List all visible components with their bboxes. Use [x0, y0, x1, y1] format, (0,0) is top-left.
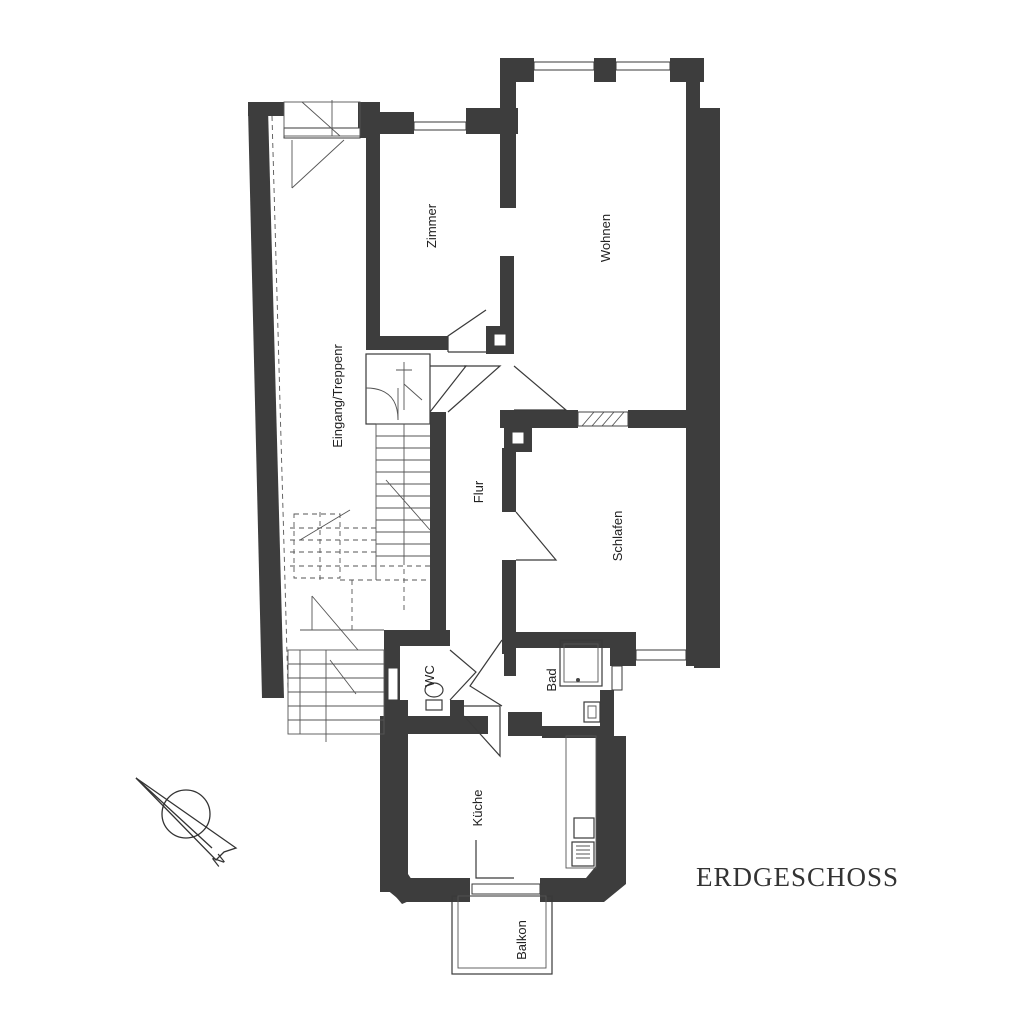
windows — [283, 61, 687, 895]
exterior-walls — [248, 58, 720, 904]
floor-title: ERDGESCHOSS — [696, 862, 899, 892]
room-label-bad: Bad — [544, 668, 559, 691]
room-label-schlafen: Schlafen — [610, 511, 625, 562]
room-label-eingang: Eingang/Treppenr — [330, 344, 345, 448]
room-label-wc: WC — [422, 665, 437, 687]
hatched-opening — [577, 411, 629, 427]
north-arrow-icon: N — [135, 777, 238, 871]
doors — [429, 309, 568, 879]
fixtures — [424, 639, 603, 869]
room-label-balkon: Balkon — [514, 920, 529, 960]
staircase — [271, 100, 431, 742]
room-label-flur: Flur — [471, 480, 486, 503]
room-label-kueche: Küche — [470, 790, 485, 827]
balcony — [451, 895, 553, 975]
room-labels: Zimmer Wohnen Eingang/Treppenr Flur Schl… — [330, 203, 625, 960]
room-label-zimmer: Zimmer — [424, 203, 439, 248]
north-label: N — [209, 851, 228, 871]
room-label-wohnen: Wohnen — [598, 214, 613, 262]
